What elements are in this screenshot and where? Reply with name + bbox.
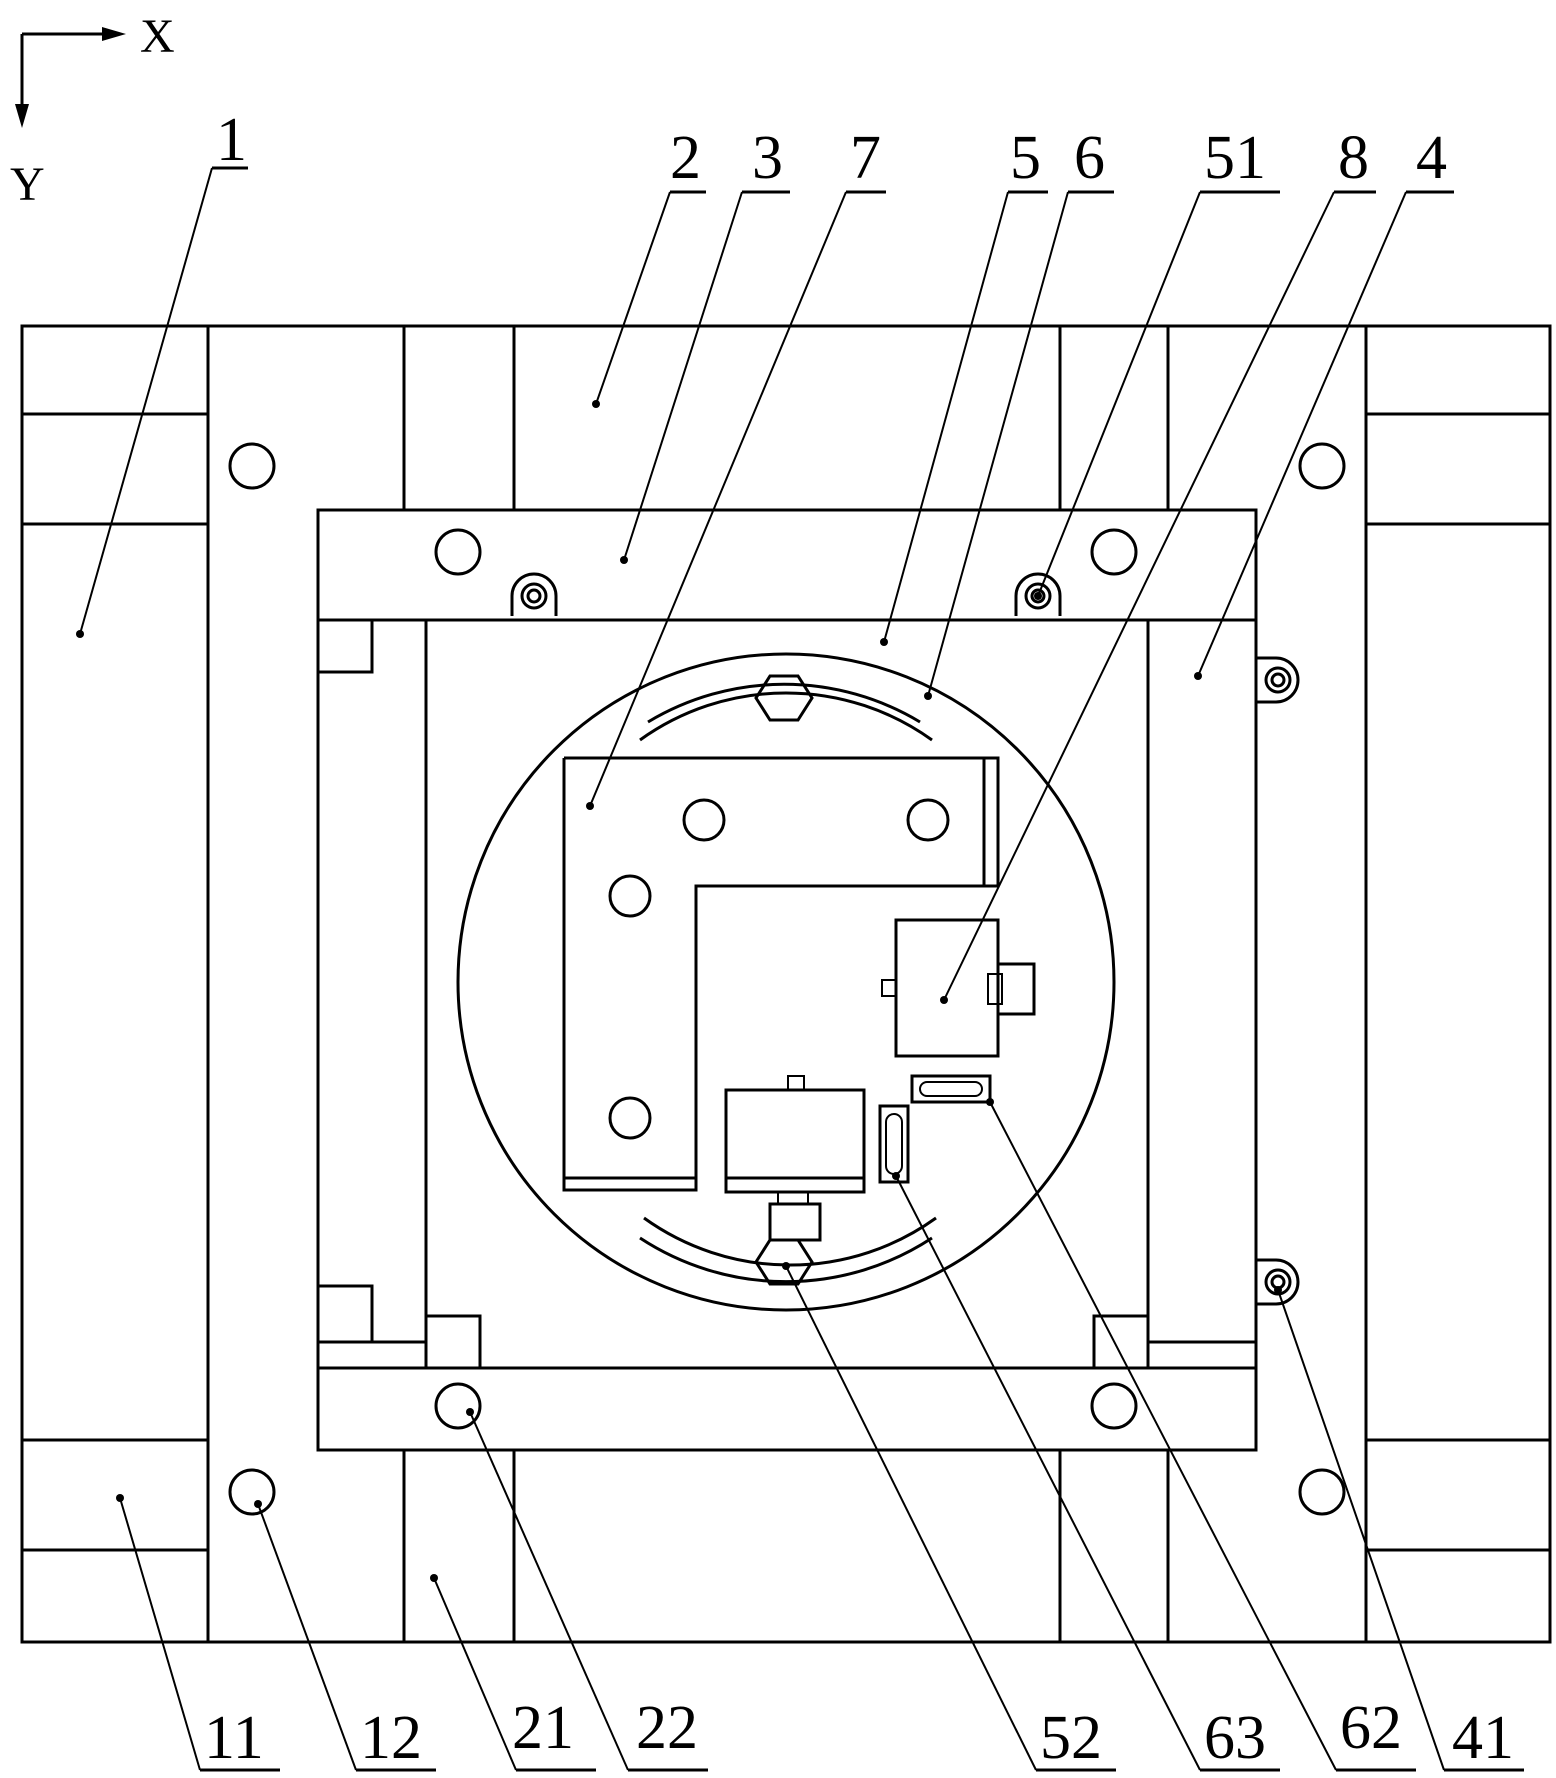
label-22: 22: [636, 1694, 698, 1762]
leader-lines: [79, 167, 1445, 1771]
base-frame: [20, 324, 1552, 1644]
label-3: 3: [752, 124, 783, 192]
label-41: 41: [1452, 1704, 1514, 1772]
label-21: 21: [512, 1694, 574, 1762]
label-8: 8: [1338, 124, 1369, 192]
label-underlines: [200, 166, 1524, 1772]
mount-plate: [424, 618, 1150, 1370]
sensor-bottom: [724, 1075, 866, 1242]
label-52: 52: [1040, 1704, 1102, 1772]
frame-holes: [228, 442, 1346, 1516]
axis-indicator: X Y: [10, 10, 175, 211]
reference-numerals: 1 2 3 7 5 6 51 8 4 11 12 21 22 52 63 62 …: [204, 106, 1514, 1772]
label-7: 7: [850, 124, 881, 192]
l-bracket: [562, 756, 1000, 1192]
label-1: 1: [216, 106, 247, 174]
label-12: 12: [360, 1704, 422, 1772]
label-63: 63: [1204, 1704, 1266, 1772]
label-51: 51: [1204, 124, 1266, 192]
sensor-right: [881, 918, 1036, 1058]
label-2: 2: [670, 124, 701, 192]
leader-dots: [76, 400, 1282, 1582]
label-11: 11: [204, 1704, 264, 1772]
x-axis-label: X: [140, 10, 175, 63]
label-4: 4: [1416, 124, 1447, 192]
switch-63: [878, 1104, 910, 1184]
switch-62: [910, 1074, 992, 1104]
slide-plate: [1146, 620, 1256, 1368]
turntable: [456, 652, 1116, 1312]
rail-lines: [402, 326, 1170, 1642]
label-62: 62: [1340, 1694, 1402, 1762]
label-5: 5: [1010, 124, 1041, 192]
y-axis-label: Y: [10, 158, 45, 211]
label-6: 6: [1074, 124, 1105, 192]
